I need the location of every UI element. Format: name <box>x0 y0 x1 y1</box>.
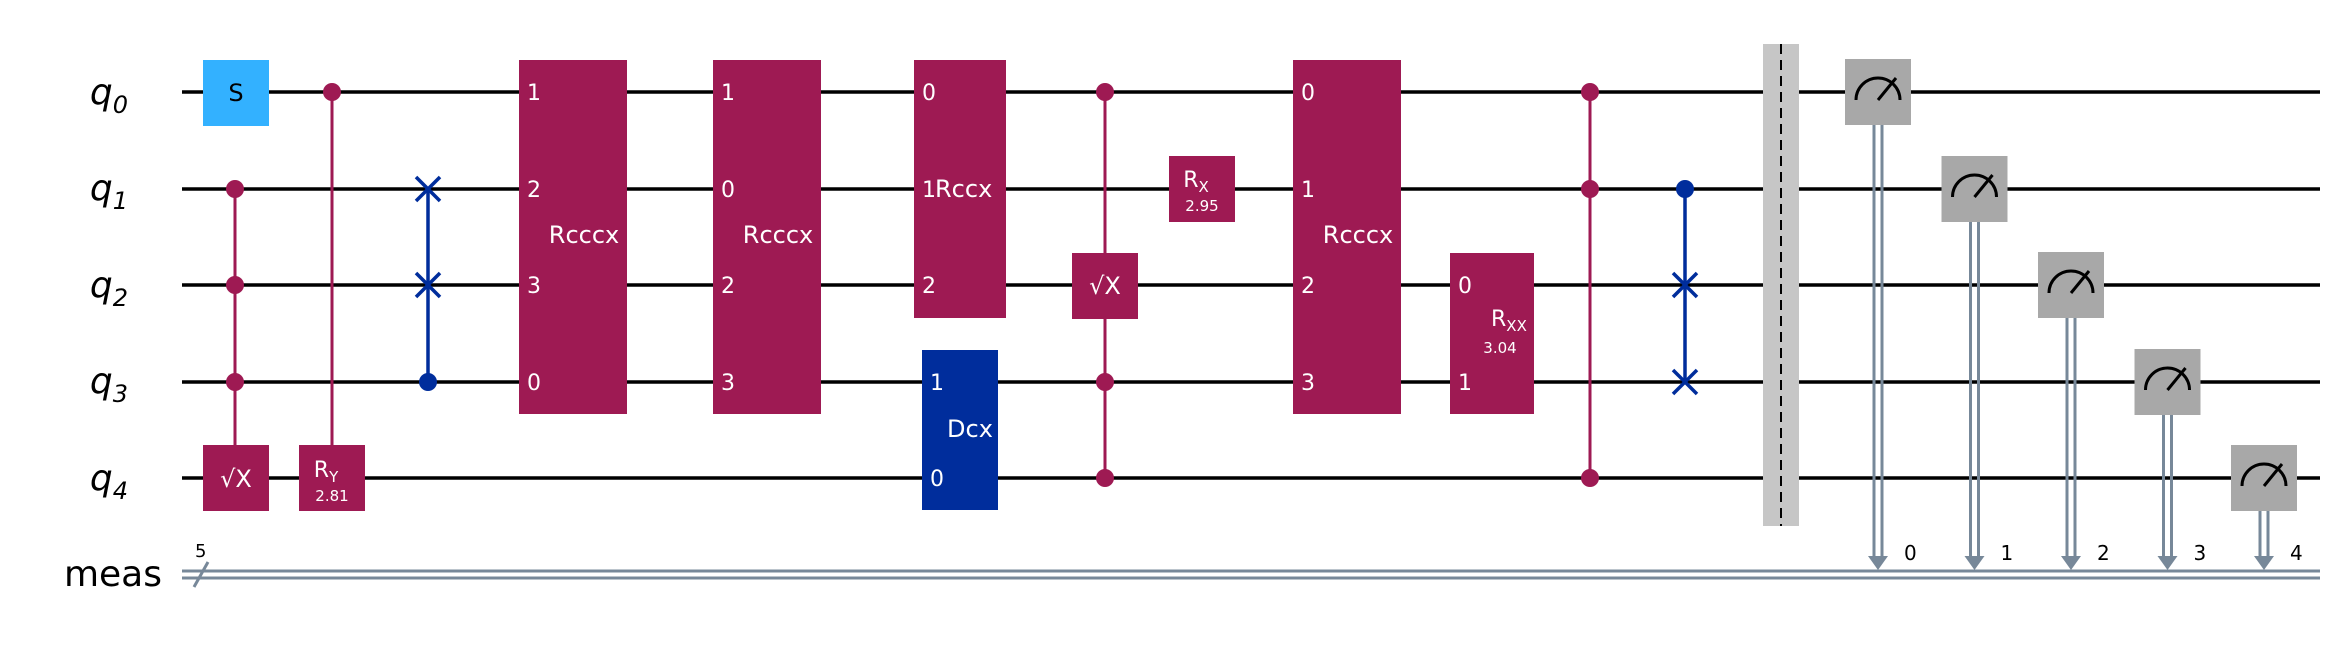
pin-label: 1 <box>1458 371 1472 396</box>
control-dot <box>1096 83 1114 101</box>
control-dot <box>1096 469 1114 487</box>
qubit-label-q1: q1 <box>90 168 128 215</box>
control-dot <box>1581 83 1599 101</box>
measurements: 0 1 2 3 4 <box>1845 59 2303 570</box>
meter-icon <box>2047 269 2095 294</box>
classical-bundle-slash <box>192 561 210 588</box>
rcccx-gate-2: 1 0 2 3 Rcccx <box>713 60 821 414</box>
control-dot <box>226 180 244 198</box>
barrier <box>1763 44 1799 526</box>
measure-arrow <box>1964 556 1985 570</box>
controlled-ry-gate: RY 2.81 <box>299 83 365 511</box>
control-dot <box>1676 180 1694 198</box>
multi-controlled-z-gate <box>1581 83 1599 487</box>
classical-bit-label: 0 <box>1904 541 1917 565</box>
measure-gate: 1 <box>1941 156 2014 570</box>
pin-label: 0 <box>721 178 735 203</box>
qubit-label-q4: q4 <box>90 458 128 505</box>
classical-bit-label: 2 <box>2097 541 2110 565</box>
pin-label: 2 <box>721 274 735 299</box>
qubit-labels: q0 q1 q2 q3 q4 meas <box>64 72 162 595</box>
control-dot <box>1096 373 1114 391</box>
pin-label: 1 <box>1301 178 1315 203</box>
meter-icon <box>1951 173 1998 198</box>
pin-label: 1 <box>922 178 936 203</box>
ry-label: RY <box>314 458 339 486</box>
qubit-label-q0: q0 <box>90 72 128 119</box>
measure-gate: 2 <box>2038 252 2110 570</box>
sqrt-x-label: √X <box>220 465 252 493</box>
qubit-label-q3: q3 <box>90 361 128 408</box>
rxx-label: RXX <box>1491 307 1527 335</box>
classical-wire: 5 <box>182 541 2320 588</box>
classical-register-label: meas <box>64 554 162 595</box>
control-dot <box>323 83 341 101</box>
qubit-wires <box>182 90 2320 480</box>
rccx-gate: 0 1 2 Rccx <box>914 60 1006 318</box>
pin-label: 3 <box>1301 371 1315 396</box>
measure-arrow <box>2061 556 2081 570</box>
controlled-sqrt-x-gate-2: √X <box>1072 83 1138 487</box>
measure-gate: 0 <box>1845 59 1917 570</box>
rxx-param: 3.04 <box>1483 339 1516 357</box>
rcccx-gate-3: 0 1 2 3 Rcccx <box>1293 60 1401 414</box>
meter-icon <box>1854 76 1902 101</box>
controlled-swap-gate-2 <box>1671 180 1699 396</box>
classical-bit-label: 4 <box>2290 541 2303 565</box>
pin-label: 3 <box>721 371 735 396</box>
dcx-gate: 1 0 Dcx <box>922 350 998 510</box>
gate-name: Rccx <box>935 175 992 203</box>
gate-name: Rcccx <box>549 221 619 249</box>
rxx-gate: 0 1 RXX 3.04 <box>1450 253 1534 414</box>
classical-bundle-size: 5 <box>195 541 206 562</box>
meter-icon <box>2240 462 2288 487</box>
pin-label: 0 <box>1458 274 1472 299</box>
pin-label: 0 <box>1301 81 1315 106</box>
classical-bit-label: 3 <box>2194 541 2207 565</box>
rcccx-gate-1: 1 2 3 0 Rcccx <box>519 60 627 414</box>
qubit-label-q2: q2 <box>90 265 128 312</box>
control-dot <box>1581 469 1599 487</box>
pin-label: 2 <box>1301 274 1315 299</box>
gate-name: Rcccx <box>743 221 813 249</box>
gate-name: Rcccx <box>1323 221 1393 249</box>
sqrt-x-label: √X <box>1089 272 1121 300</box>
controlled-sqrt-x-gate: √X <box>203 180 269 511</box>
rx-param: 2.95 <box>1185 197 1218 215</box>
pin-label: 2 <box>527 178 541 203</box>
pin-label: 0 <box>922 81 936 106</box>
meter-icon <box>2144 366 2191 391</box>
measure-arrow <box>2254 556 2274 570</box>
pin-label: 1 <box>721 81 735 106</box>
pin-label: 3 <box>527 274 541 299</box>
pin-label: 1 <box>930 371 944 396</box>
s-gate: S <box>203 60 269 126</box>
control-dot <box>226 373 244 391</box>
gate-name: Dcx <box>947 415 993 443</box>
measure-gate: 3 <box>2134 349 2207 570</box>
classical-bit-label: 1 <box>2001 541 2014 565</box>
measure-arrow <box>2157 556 2178 570</box>
rx-gate: RX 2.95 <box>1169 156 1235 222</box>
control-dot <box>1581 180 1599 198</box>
control-dot <box>419 373 437 391</box>
ry-param: 2.81 <box>315 487 348 505</box>
controlled-swap-gate-1 <box>414 175 442 391</box>
pin-label: 0 <box>930 467 944 492</box>
measure-gate: 4 <box>2231 445 2303 570</box>
pin-label: 2 <box>922 274 936 299</box>
pin-label: 0 <box>527 371 541 396</box>
control-dot <box>226 276 244 294</box>
rx-label: RX <box>1183 168 1209 196</box>
pin-label: 1 <box>527 81 541 106</box>
s-gate-label: S <box>228 79 243 107</box>
measure-arrow <box>1868 556 1888 570</box>
